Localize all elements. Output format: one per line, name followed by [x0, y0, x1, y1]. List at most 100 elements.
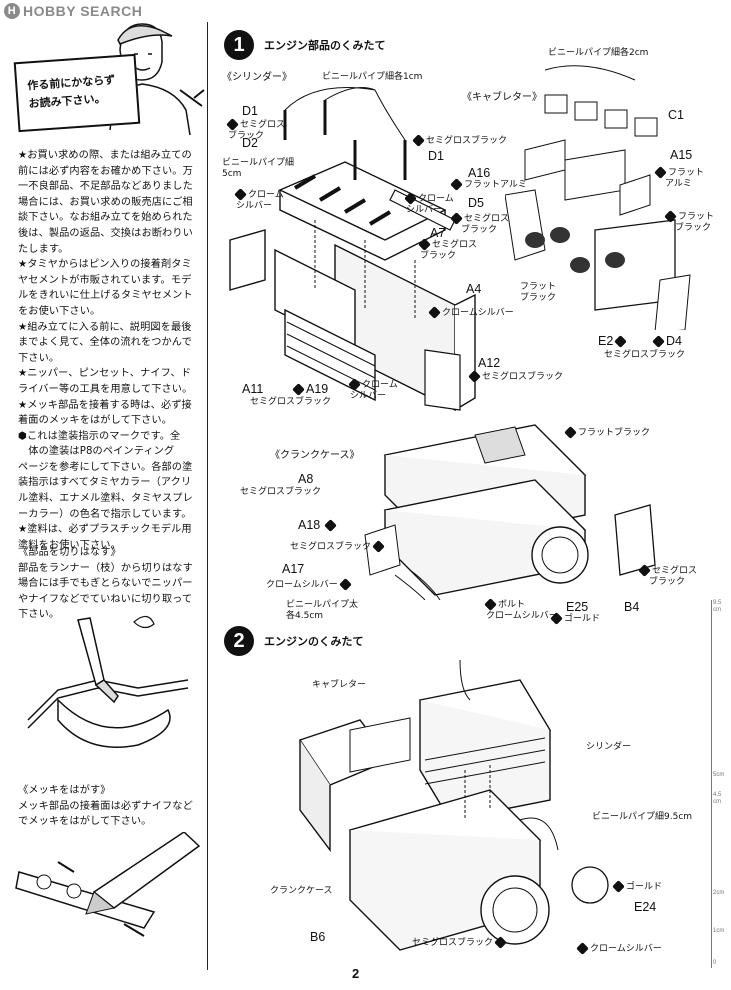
note-line: 塗料をお使い下さい。: [18, 539, 121, 551]
nipper-illustration: [27, 615, 189, 748]
cutting-line: 場合には手でもぎとらないでニッパー: [18, 578, 193, 590]
note-line: ★メッキ部品を接着する時は、必ず接: [18, 399, 192, 411]
paint-mark-icon: [664, 210, 677, 223]
paint-label: クロームシルバー: [404, 192, 454, 215]
cylinder-label: シリンダー: [586, 742, 632, 752]
plating-line: でメッキをはがして下さい。: [18, 816, 152, 828]
note-line: たします。: [18, 243, 69, 255]
cutting-title: 《部品を切りはなす》: [18, 547, 121, 558]
paint-mark-icon: [450, 178, 463, 191]
paint-label: セミグロスブラック: [412, 134, 507, 147]
part-E2: E2: [598, 334, 628, 349]
paint-label: セミグロス ブラック: [638, 564, 697, 588]
note-line: ルをきれいに仕上げるタミヤセメント: [18, 290, 193, 302]
paint-label: フラット アルミ: [654, 166, 704, 190]
paint-mark-icon: [638, 564, 651, 577]
note-line: 装指示はすべてタミヤカラー（アクリ: [18, 477, 192, 489]
crankcase-label: クランクケース: [270, 886, 333, 896]
read-first-sign: 作る前にかならず お読み下さい。: [13, 53, 141, 133]
note-line: ル塗料、エナメル塗料、タミヤスプレ: [18, 493, 193, 505]
note-line: ページを参考にして下さい。各部の塗: [18, 461, 193, 473]
part-E24: E24: [634, 900, 657, 914]
paint-mark-icon: [348, 378, 361, 391]
plating-line: メッキ部品の接着面は必ずナイフなど: [18, 800, 193, 812]
paint-mark-icon: [450, 212, 463, 225]
part-D1-top: D1: [242, 104, 258, 118]
note-line: ⬢これは塗装指示のマークです。全: [18, 430, 181, 442]
paint-mark-icon: [484, 598, 497, 611]
paint-label: クロームシルバー: [576, 942, 662, 955]
paint-label: セミグロスブラック: [418, 238, 478, 261]
step-1-header: 1 エンジン部品のくみたて: [224, 30, 385, 60]
paint-label: セミグロスブラック: [290, 540, 386, 553]
paint-mark-icon: [338, 578, 352, 591]
paint-mark-icon: [404, 192, 417, 205]
paint-label: フラットアルミ: [450, 178, 527, 191]
cutting-line: やナイフなどでていねいに切り取って: [18, 593, 193, 605]
paint-mark-icon: [372, 540, 385, 553]
ruler-tick: 2cm: [713, 890, 725, 896]
paint-label: クロームシルバー: [348, 378, 398, 401]
paint-mark-icon: [428, 306, 441, 319]
note-line: 一不良部品、不足部品などありました: [18, 181, 193, 193]
note-line: 場合には、お買い求めの販売店にご相: [18, 196, 193, 208]
carburetor-exploded-drawing: [505, 65, 691, 330]
paint-label: クロームシルバー: [266, 578, 353, 591]
step-number: 2: [224, 626, 254, 656]
paint-label: セミグロス ブラック: [450, 212, 509, 236]
crankcase-exploded-drawing: [364, 424, 656, 600]
paint-mark-icon: [550, 612, 563, 625]
cylinder-exploded-drawing: [229, 87, 476, 412]
note-line: ライバー等の工具を用意して下さい。: [18, 383, 193, 395]
part-D4: D4: [652, 334, 682, 349]
ruler-tick: 5cm: [713, 772, 725, 778]
part-A18: A18: [298, 518, 338, 533]
part-A8: A8: [298, 472, 314, 486]
paint-mark-icon: [292, 383, 305, 397]
plating-instructions: 《メッキをはがす》 メッキ部品の接着面は必ずナイフなど でメッキをはがして下さい…: [18, 783, 208, 830]
paint-label: フラット ブラック: [664, 210, 714, 234]
paint-label: セミグロスブラック: [226, 118, 286, 141]
note-line: 後は、製品の返品、交換はお断わりい: [18, 227, 193, 239]
note-line: 談下さい。なお組み立てを始められた: [18, 212, 193, 224]
step-number: 1: [224, 30, 254, 60]
part-A17: A17: [282, 562, 305, 576]
paint-mark-icon: [564, 426, 577, 439]
paint-label: フラットブラック: [520, 282, 557, 303]
part-D1-right: D1: [428, 149, 444, 163]
part-D2: D2: [242, 136, 258, 150]
vinyl-pipe-2cm-label: ビニールパイプ細各2cm: [548, 48, 649, 58]
paint-mark-icon: [614, 335, 628, 349]
cylinder-heading: 《シリンダー》: [222, 72, 292, 83]
paint-label: セミグロスブラック: [412, 936, 508, 949]
paint-mark-icon: [652, 335, 665, 349]
paint-mark-icon: [324, 519, 338, 533]
hobbysearch-icon: H: [4, 3, 20, 19]
note-line: ★タミヤからはピン入りの接着剤タミ: [18, 259, 192, 271]
paint-mark-icon: [612, 880, 625, 893]
note-line: ★ニッパー、ピンセット、ナイフ、ド: [18, 368, 192, 380]
page-number: 2: [352, 966, 360, 981]
note-line: をお使い下さい。: [18, 305, 101, 317]
watermark-logo: H HOBBY SEARCH: [4, 3, 142, 19]
cutting-instructions: 《部品を切りはなす》 部品をランナー（枝）から切りはなす 場合には手でもぎとらな…: [18, 545, 208, 623]
vinyl-pipe-thick-label: ビニールパイプ太各4.5cm: [286, 600, 359, 621]
note-line: ★塗料は、必ずプラスチックモデル用: [18, 524, 192, 536]
assembly-notes: ★お買い求めの際、または組み立ての 前には必ず内容をお確かめ下さい。万 一不良部…: [18, 148, 208, 553]
note-line: ヤセメントが市販されています。モデ: [18, 274, 192, 286]
ruler-tick: 0: [713, 960, 717, 966]
paint-label: ゴールド: [550, 612, 600, 625]
carburetor-label: キャブレター: [312, 680, 367, 690]
part-B4: B4: [624, 600, 640, 614]
step-2-header: 2 エンジンのくみたて: [224, 626, 363, 656]
paint-mark-icon: [494, 936, 507, 949]
part-A7: A7: [430, 226, 446, 240]
column-divider: [207, 22, 208, 970]
watermark-text: HOBBY SEARCH: [23, 3, 143, 19]
paint-label: クロームシルバー: [234, 188, 284, 211]
part-A11: A11: [242, 382, 264, 396]
vinyl-pipe-1cm-label: ビニールパイプ細各1cm: [322, 72, 423, 82]
note-line: ★お買い求めの際、または組み立ての: [18, 150, 192, 161]
paint-label: クロームシルバー: [428, 306, 514, 319]
